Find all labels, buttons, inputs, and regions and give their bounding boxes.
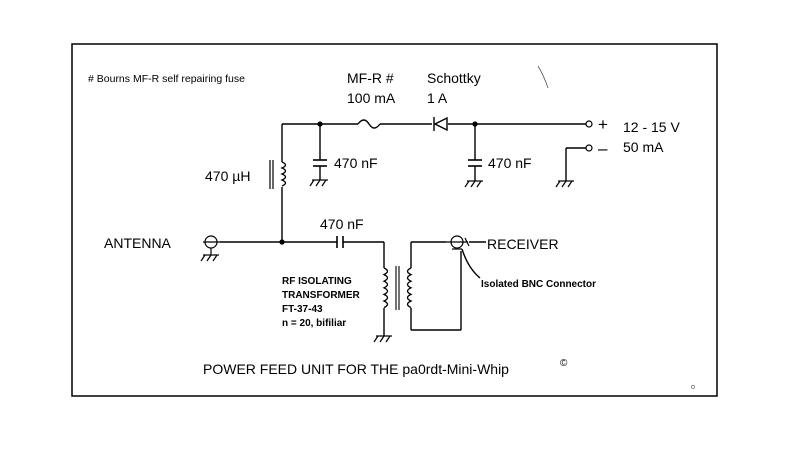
ground-transformer xyxy=(373,335,392,343)
cap1-value: 470 nF xyxy=(334,155,378,171)
connector-note: Isolated BNC Connector xyxy=(481,279,596,290)
receiver-label: RECEIVER xyxy=(487,236,559,252)
supply-plus-sign: + xyxy=(598,115,608,134)
junction-dot xyxy=(317,121,323,127)
diode-value: 1 A xyxy=(427,90,448,106)
inductor-value: 470 µH xyxy=(205,168,250,184)
supply-voltage: 12 - 15 V xyxy=(623,119,680,135)
receiver-connector xyxy=(446,235,470,250)
ground-cap1 xyxy=(309,179,328,187)
inductor-symbol xyxy=(269,160,287,189)
junction-dot xyxy=(279,239,285,245)
stray-dot xyxy=(691,385,695,389)
fuse-note: # Bourns MF-R self repairing fuse xyxy=(88,73,245,85)
plus-terminal xyxy=(585,120,593,128)
junction-dot xyxy=(472,121,478,127)
supply-minus-sign: – xyxy=(598,139,608,158)
wires xyxy=(220,123,586,336)
stray-mark xyxy=(537,65,549,89)
fuse-label: MF-R # xyxy=(347,70,394,86)
transformer-line-3: FT-37-43 xyxy=(282,304,323,315)
fuse-symbol xyxy=(357,119,381,129)
antenna-connector xyxy=(200,235,220,262)
diagram-border xyxy=(71,43,718,397)
junctions xyxy=(279,121,478,245)
capacitor-2-symbol xyxy=(468,159,482,167)
transformer-line-4: n = 20, bifiliar xyxy=(282,318,346,329)
diagram-title: POWER FEED UNIT FOR THE pa0rdt-Mini-Whip xyxy=(203,361,509,377)
minus-terminal xyxy=(585,144,593,152)
diode-symbol xyxy=(433,116,448,132)
diode-label: Schottky xyxy=(427,70,481,86)
transformer-line-1: RF ISOLATING xyxy=(282,276,352,287)
supply-current: 50 mA xyxy=(623,139,664,155)
capacitor-1-symbol xyxy=(313,159,327,167)
cap3-value: 470 nF xyxy=(320,216,364,232)
cap2-value: 470 nF xyxy=(488,155,532,171)
capacitor-3-symbol xyxy=(336,236,344,248)
transformer-line-2: TRANSFORMER xyxy=(282,290,361,301)
fuse-value: 100 mA xyxy=(347,90,396,106)
copyright-mark: © xyxy=(560,358,568,369)
transformer-symbol xyxy=(382,266,413,310)
ground-cap2 xyxy=(464,180,483,188)
ground-supply xyxy=(555,180,574,188)
antenna-label: ANTENNA xyxy=(104,235,172,251)
